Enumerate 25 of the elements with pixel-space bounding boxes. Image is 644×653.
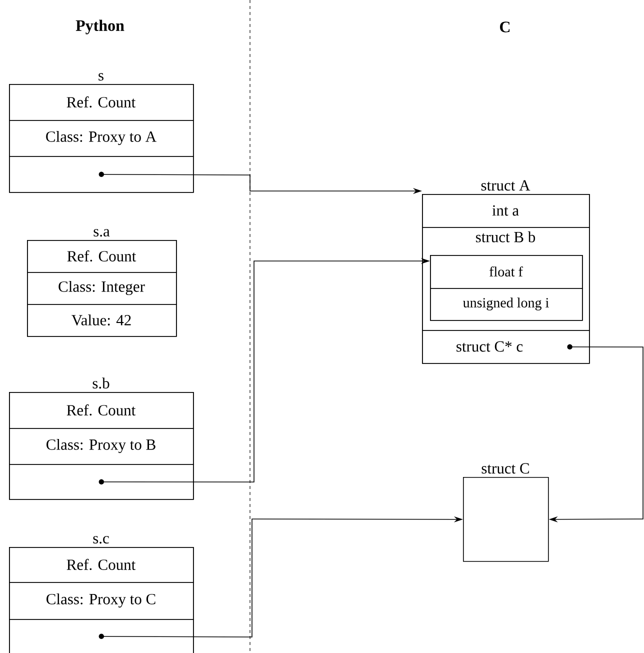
field-cell: int a [422,194,590,228]
field-cell: Ref. Count [9,84,194,121]
node-label: struct C [482,463,529,474]
field-cell: Class: Integer [27,272,177,305]
struct-box: struct C [463,463,549,562]
pointer-cell [9,156,194,193]
field-cell: Value: 42 [27,304,177,337]
node-label: struct A [481,180,530,191]
field-cell: Class: Proxy to A [9,120,194,157]
field-cell: Ref. Count [27,240,177,273]
node-label: s.a [94,229,110,237]
node-label: s.c [93,536,109,544]
node-label: s.b [92,378,110,389]
node-label: s [98,73,104,81]
field-cell: float f [430,255,583,289]
field-cell: Class: Proxy to C [9,582,194,620]
column-heading: Python [76,20,124,34]
pointer-cell [9,619,194,653]
column-heading: C [500,22,510,32]
field-cell: Class: Proxy to B [9,428,194,465]
field-cell: struct C* c [422,330,590,364]
field-cell: Ref. Count [9,392,194,429]
field-cell: Ref. Count [9,547,194,583]
field-cell: unsigned long i [430,288,583,321]
pointer-cell [9,464,194,500]
